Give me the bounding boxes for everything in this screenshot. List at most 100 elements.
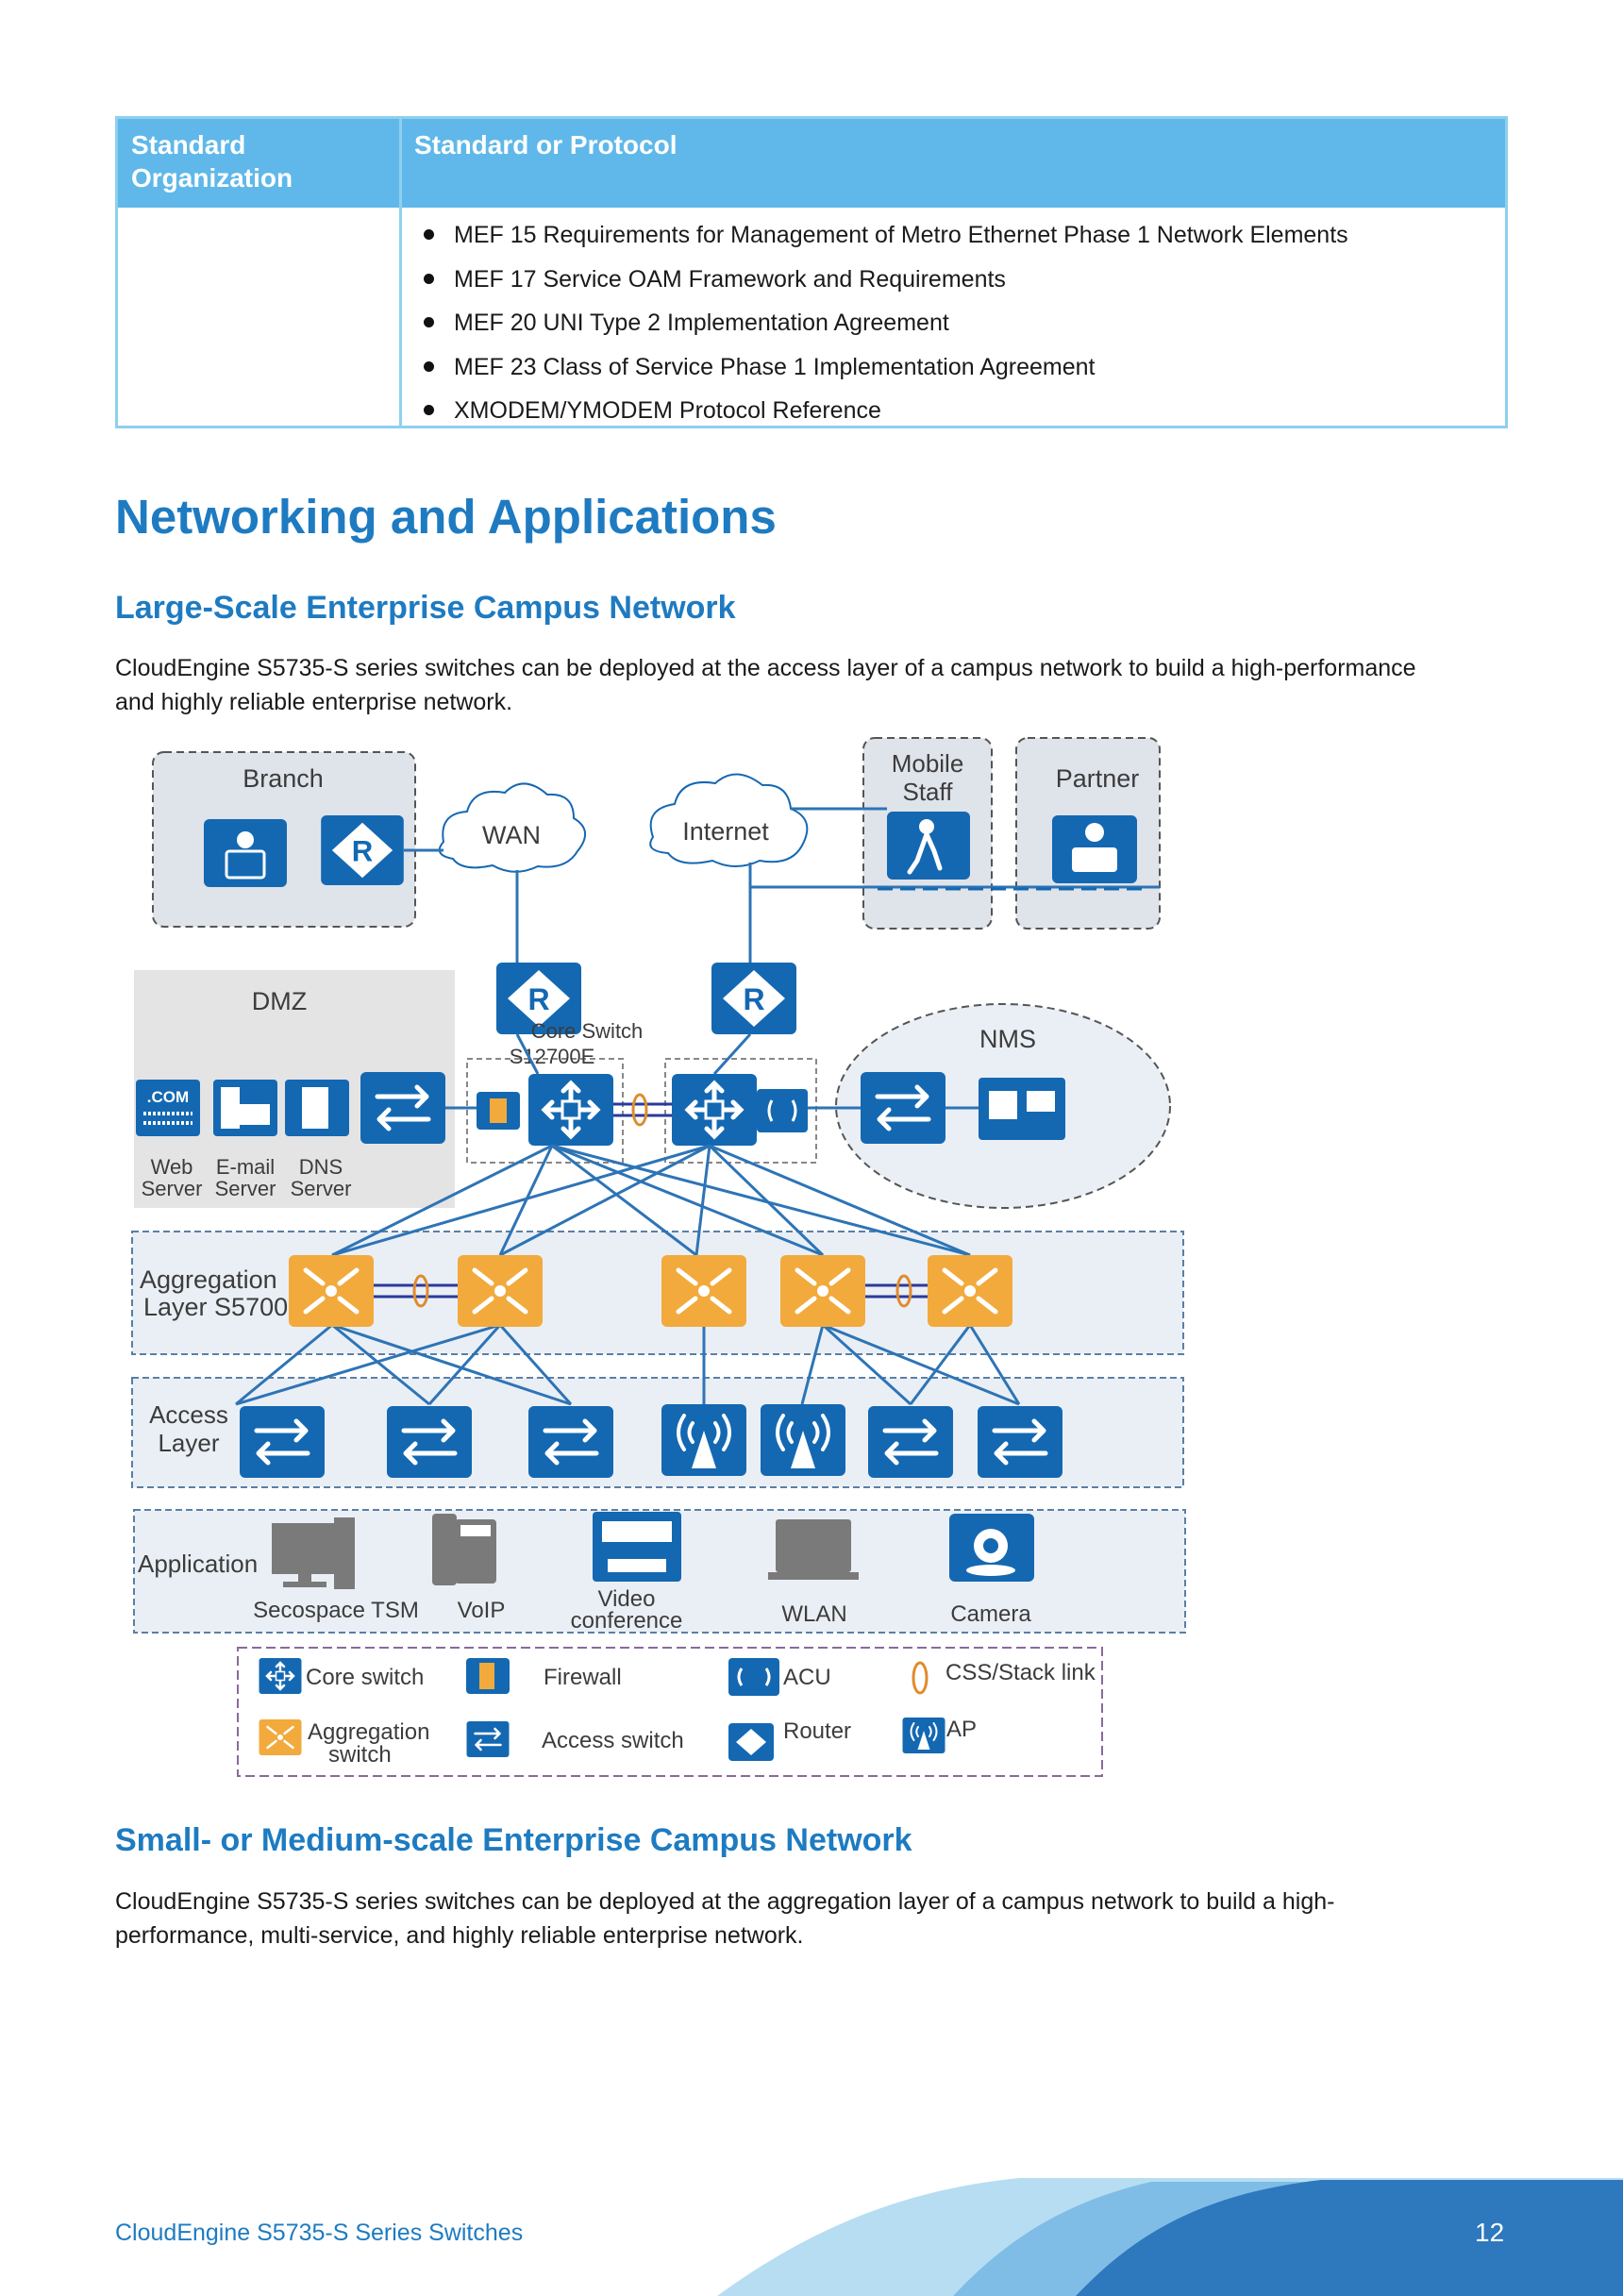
dmz-group: DMZ .COM Web Server E-mail Server DNS Se… [134, 970, 455, 1208]
email-label: E-mail [216, 1155, 275, 1179]
internet-cloud: Internet [649, 773, 809, 867]
small-campus-title: Small- or Medium-scale Enterprise Campus… [115, 1822, 912, 1858]
header-standard-organization: Standard Organization [131, 128, 293, 194]
com-label: .COM [147, 1088, 189, 1106]
camera-icon [949, 1514, 1034, 1582]
mobile-staff-group: Mobile Staff [862, 737, 993, 930]
access-switch-4-icon [868, 1406, 953, 1478]
legend-css-icon [912, 1661, 929, 1695]
aggregation-switch-3-icon [661, 1255, 746, 1327]
core-switch-1-icon [528, 1074, 613, 1146]
header-standard-protocol: Standard or Protocol [414, 130, 678, 159]
partner-label: Partner [1056, 764, 1140, 793]
access-switch-5-icon [978, 1406, 1062, 1478]
access-switch-3-icon [528, 1406, 613, 1478]
wlan-label: WLAN [781, 1601, 846, 1627]
staff-label: Staff [902, 778, 953, 806]
legend-aggregation-label: Aggregation [308, 1719, 429, 1745]
branch-router-icon [321, 815, 404, 885]
legend-aggregation-icon [259, 1719, 302, 1755]
nms-label: NMS [979, 1025, 1036, 1053]
list-item: MEF 23 Class of Service Phase 1 Implemen… [414, 345, 1348, 390]
section-title: Networking and Applications [115, 490, 777, 544]
acu-icon [757, 1089, 808, 1132]
list-item: MEF 20 UNI Type 2 Implementation Agreeme… [414, 301, 1348, 345]
internet-router-icon [711, 963, 796, 1034]
aggregation-switch-1-icon [289, 1255, 374, 1327]
wan-label: WAN [482, 821, 541, 849]
page-number: 12 [1475, 2218, 1505, 2247]
voip-label: VoIP [458, 1598, 506, 1623]
camera-label: Camera [950, 1601, 1031, 1627]
wan-cloud: WAN [438, 782, 586, 873]
large-campus-paragraph: CloudEngine S5735-S series switches can … [115, 651, 1531, 719]
legend-core-icon [259, 1658, 302, 1694]
aggregation-switch-4-icon [780, 1255, 865, 1327]
aggregation-switch-2-icon [458, 1255, 543, 1327]
access-switch-1-icon [240, 1406, 325, 1478]
partner-group: Partner [1015, 737, 1161, 930]
aggregation-model-label: Layer S5700 [143, 1293, 288, 1321]
legend: Core switch Firewall ACU CSS/Stack link … [237, 1647, 1103, 1777]
paragraph-line: performance, multi-service, and highly r… [115, 1922, 804, 1949]
list-item: MEF 17 Service OAM Framework and Require… [414, 258, 1348, 302]
table-header-row: Standard Organization Standard or Protoc… [118, 119, 1505, 208]
branch-group: Branch [152, 751, 416, 928]
header-line: Standard [131, 130, 246, 159]
list-item: XMODEM/YMODEM Protocol Reference [414, 389, 1348, 433]
legend-acu-icon [728, 1658, 779, 1696]
walking-person-icon [887, 812, 970, 880]
column-divider [399, 119, 402, 426]
legend-access-label: Access switch [542, 1728, 684, 1753]
dns-label: DNS [299, 1155, 343, 1179]
legend-ap-label: AP [946, 1717, 977, 1742]
footer-wave [717, 2178, 1623, 2296]
access-switch-2-icon [387, 1406, 472, 1478]
css-link-icon [631, 1093, 648, 1127]
internet-label: Internet [682, 817, 769, 846]
web-label: Web [151, 1155, 193, 1179]
legend-acu-label: ACU [783, 1665, 831, 1690]
tsm-icon [272, 1517, 355, 1589]
application-label: Application [138, 1550, 258, 1578]
aggregation-access-links [235, 1323, 1021, 1406]
email-server-label: Server [215, 1177, 276, 1200]
access-label: Access [149, 1400, 228, 1429]
branch-user-icon [204, 819, 287, 887]
branch-label: Branch [243, 764, 324, 793]
paragraph-line: CloudEngine S5735-S series switches can … [115, 655, 1416, 681]
protocol-list: MEF 15 Requirements for Management of Me… [414, 213, 1348, 433]
tsm-label: Secospace TSM [253, 1598, 419, 1623]
core-aggregation-links [331, 1144, 971, 1257]
aggregation-switch-5-icon [928, 1255, 1012, 1327]
legend-core-label: Core switch [306, 1665, 424, 1690]
dmz-label: DMZ [252, 987, 307, 1015]
legend-ap-icon [902, 1718, 945, 1753]
small-campus-paragraph: CloudEngine S5735-S series switches can … [115, 1885, 1531, 1952]
upper-links [404, 807, 1160, 964]
paragraph-line: CloudEngine S5735-S series switches can … [115, 1888, 1335, 1915]
core-group: Core Switch S12700E [445, 1019, 817, 1164]
paragraph-line: and highly reliable enterprise network. [115, 689, 513, 715]
mobile-label: Mobile [892, 749, 964, 778]
dns-server-label: Server [291, 1177, 352, 1200]
conference-label: conference [571, 1608, 683, 1634]
voip-phone-icon [432, 1514, 496, 1585]
video-conference-icon [593, 1512, 681, 1582]
aggregation-label: Aggregation [140, 1265, 277, 1294]
list-item: MEF 15 Requirements for Management of Me… [414, 213, 1348, 258]
footer-title: CloudEngine S5735-S Series Switches [115, 2220, 524, 2246]
core-switch-label: Core Switch [531, 1019, 644, 1043]
aggregation-stack-links [374, 1274, 928, 1308]
core-switch-2-icon [672, 1074, 757, 1146]
network-diagram: R Branch [131, 737, 1186, 1777]
legend-access-icon [466, 1721, 510, 1757]
standards-table: Standard Organization Standard or Protoc… [115, 116, 1508, 428]
ap-1-icon [661, 1404, 746, 1476]
legend-switch-label: switch [328, 1742, 392, 1768]
legend-firewall-label: Firewall [544, 1665, 622, 1690]
wlan-laptop-icon [768, 1519, 859, 1580]
ap-2-icon [761, 1404, 845, 1476]
layer-label: Layer [158, 1429, 219, 1457]
nms-group: NMS [808, 1003, 1171, 1209]
